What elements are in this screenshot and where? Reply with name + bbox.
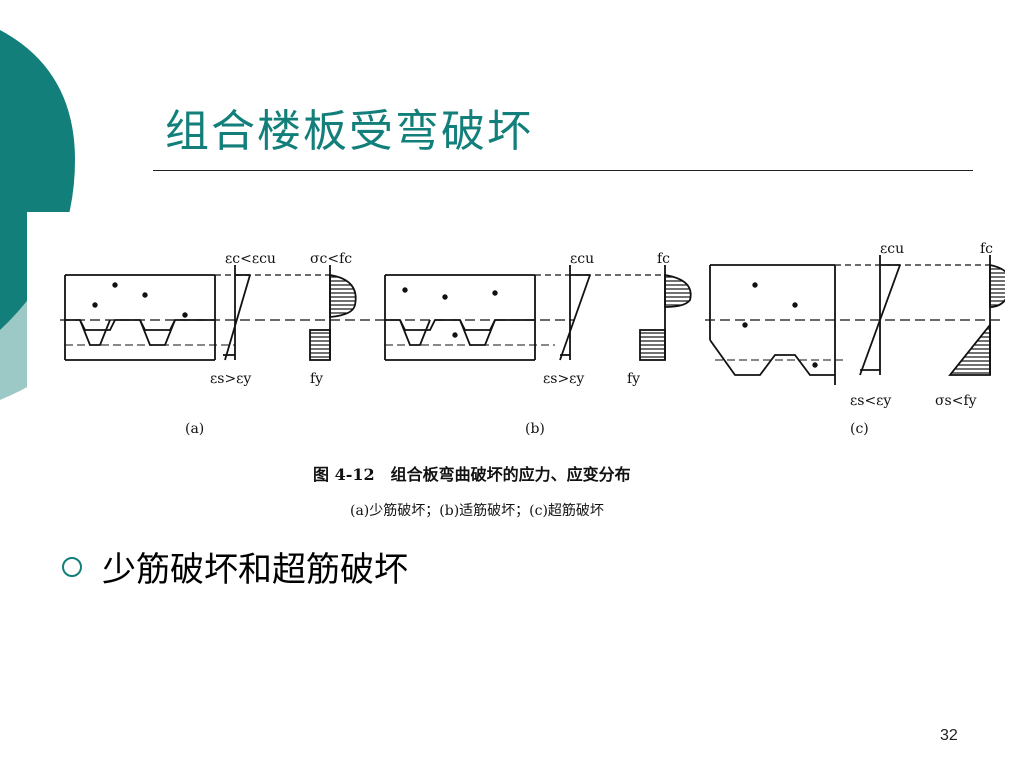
stress-strain-figure: εc<εcu σc<fc εs>εy fy (a) εcu fc εs>εy f… xyxy=(60,241,1005,519)
panel-b-label: (b) xyxy=(525,421,545,437)
bullet-item: 少筋破坏和超筋破坏 xyxy=(62,542,408,591)
panel-c-section xyxy=(705,264,1000,385)
decorative-shapes xyxy=(0,30,100,420)
bullet-text: 少筋破坏和超筋破坏 xyxy=(102,550,408,590)
panel-a-strain-top: εc<εcu xyxy=(225,251,276,267)
dark-teal-shape xyxy=(0,30,75,330)
panel-b-section xyxy=(384,274,665,361)
panel-c-stress-bottom: σs<fy xyxy=(935,393,977,409)
white-cutout xyxy=(27,212,100,420)
panel-c-strain-top: εcu xyxy=(880,241,904,257)
panel-a-section xyxy=(60,274,575,361)
panel-b-strain xyxy=(559,265,591,361)
panel-c-stress-top: fc xyxy=(980,241,993,257)
title-rule xyxy=(153,170,973,171)
panel-b-stress xyxy=(639,265,692,361)
figure-subcaption: (a)少筋破坏；(b)适筋破坏；(c)超筋破坏 xyxy=(350,502,604,519)
panel-a-label: (a) xyxy=(185,421,204,437)
panel-c-stress xyxy=(948,255,1005,376)
slide-title: 组合楼板受弯破坏 xyxy=(165,106,533,157)
panel-b-strain-top: εcu xyxy=(570,251,594,267)
panel-b-stress-bottom: fy xyxy=(627,371,640,387)
panel-c-strain-bottom: εs<εy xyxy=(850,393,891,409)
figure-caption: 图 4-12 组合板弯曲破坏的应力、应变分布 xyxy=(313,465,631,484)
panel-c-label: (c) xyxy=(850,421,869,437)
panel-a-strain-bottom: εs>εy xyxy=(210,371,251,387)
hollow-circle-bullet-icon xyxy=(62,556,82,577)
panel-b-strain-bottom: εs>εy xyxy=(543,371,584,387)
panel-a-stress xyxy=(309,265,357,361)
panel-a-stress-top: σc<fc xyxy=(310,251,352,267)
panel-a-stress-bottom: fy xyxy=(310,371,323,387)
panel-a-strain xyxy=(223,265,251,361)
panel-b-stress-top: fc xyxy=(657,251,670,267)
panel-c-strain xyxy=(859,255,901,376)
page-number: 32 xyxy=(940,727,958,744)
